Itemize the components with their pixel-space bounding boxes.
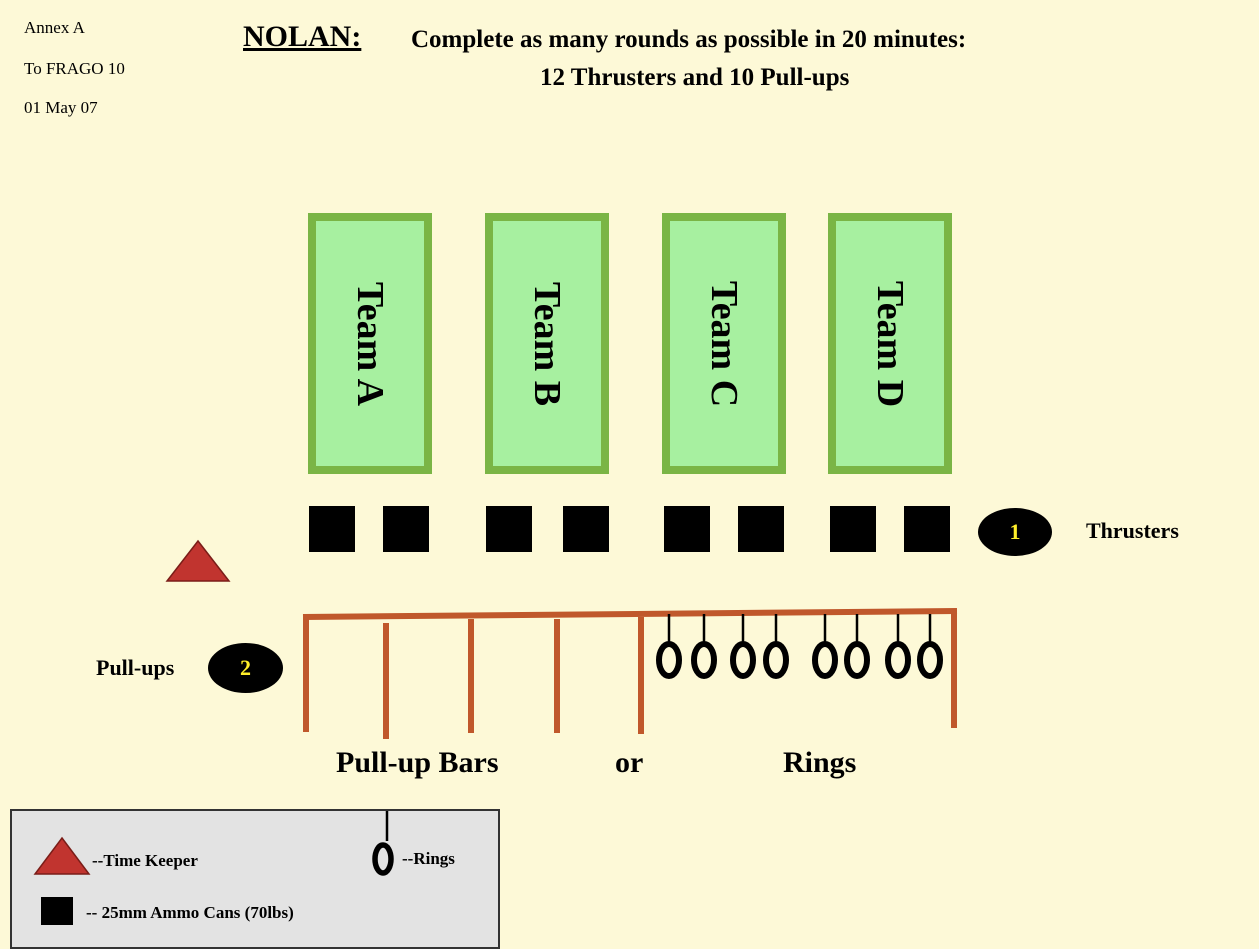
time-keeper-icon xyxy=(33,836,91,875)
ring-icon xyxy=(691,614,717,679)
thrusters-label: Thrusters xyxy=(1086,518,1179,543)
legend-ammo-cans: -- 25mm Ammo Cans (70lbs) xyxy=(86,903,294,922)
legend-time-keeper: --Time Keeper xyxy=(92,851,198,870)
ammo-can-icon xyxy=(830,506,876,552)
team-a-area: Team A xyxy=(308,213,432,474)
ring-icon xyxy=(372,811,394,876)
pullup-bars-label: Pull-up Bars xyxy=(336,746,499,779)
ring-icon xyxy=(844,614,870,679)
ammo-can-icon xyxy=(563,506,609,552)
team-d-area: Team D xyxy=(828,213,952,474)
ammo-can-icon xyxy=(383,506,429,552)
rings-label: Rings xyxy=(783,746,857,779)
ammo-can-icon xyxy=(486,506,532,552)
workout-movements: 12 Thrusters and 10 Pull-ups xyxy=(540,64,850,91)
workout-description: Complete as many rounds as possible in 2… xyxy=(411,26,967,53)
ammo-can-icon xyxy=(309,506,355,552)
pullup-bar-frame xyxy=(302,608,958,739)
station-1-marker: 1 xyxy=(978,508,1052,556)
or-label: or xyxy=(615,746,644,779)
ammo-can-icon xyxy=(904,506,950,552)
workout-name: NOLAN: xyxy=(243,20,362,53)
date-label: 01 May 07 xyxy=(24,98,98,117)
ring-icon xyxy=(812,614,838,679)
ring-icon xyxy=(763,614,789,679)
ring-icon xyxy=(656,614,682,679)
pullups-label: Pull-ups xyxy=(96,655,175,680)
station-2-marker: 2 xyxy=(208,643,283,693)
ammo-can-icon xyxy=(738,506,784,552)
ring-icon xyxy=(917,614,943,679)
ammo-can-icon xyxy=(41,897,73,925)
time-keeper-icon xyxy=(165,539,231,582)
legend: --Time Keeper --Rings -- 25mm Ammo Cans … xyxy=(10,809,500,949)
legend-rings: --Rings xyxy=(402,849,455,868)
team-b-area: Team B xyxy=(485,213,609,474)
ammo-can-icon xyxy=(664,506,710,552)
team-c-area: Team C xyxy=(662,213,786,474)
ring-icon xyxy=(730,614,756,679)
frago-label: To FRAGO 10 xyxy=(24,59,125,78)
annex-label: Annex A xyxy=(24,18,85,37)
ring-icon xyxy=(885,614,911,679)
rings xyxy=(656,614,943,679)
